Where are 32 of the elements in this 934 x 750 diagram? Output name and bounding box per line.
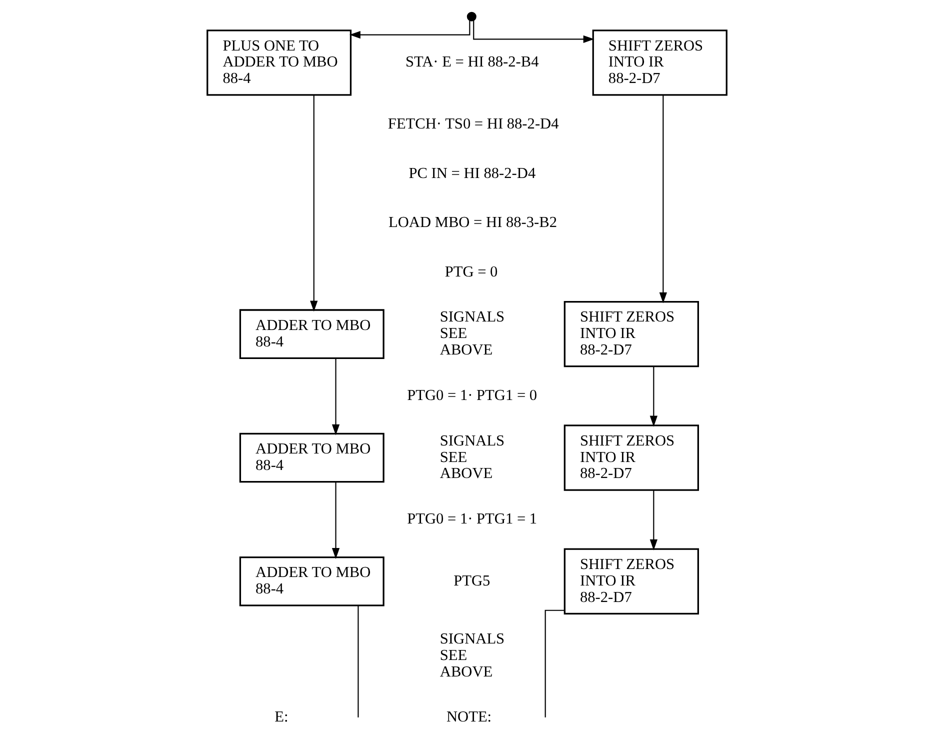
label: PTG = 0	[444, 263, 498, 280]
label: PC IN = HI 88-2-D4	[408, 164, 536, 182]
arrow	[332, 358, 340, 436]
label: FETCH· TS0 = HI 88-2-D4	[388, 116, 559, 133]
label: E:	[274, 708, 288, 726]
arrow	[659, 95, 667, 304]
node-box: SHIFT ZEROS INTO IR 88-2-D7	[592, 30, 728, 96]
arrow	[332, 482, 340, 559]
node-box: SHIFT ZEROS INTO IR 88-2-D7	[564, 548, 699, 614]
label: PTG0 = 1· PTG1 = 1	[407, 510, 538, 528]
label: STA· E = HI 88-2-B4	[405, 54, 539, 71]
node-box: SHIFT ZEROS INTO IR 88-2-D7	[564, 424, 699, 491]
label: SIGNALS SEE ABOVE	[440, 432, 505, 482]
label: PTG0 = 1· PTG1 = 0	[407, 386, 538, 404]
arrow	[473, 20, 594, 43]
arrow	[349, 20, 470, 39]
node-box: ADDER TO MBO 88-4	[239, 309, 384, 359]
connector	[358, 606, 359, 718]
node-box: ADDER TO MBO 88-4	[239, 432, 384, 483]
label: PTG5	[454, 572, 490, 590]
node-box: PLUS ONE TO ADDER TO MBO 88-4	[206, 30, 352, 96]
label: LOAD MBO = HI 88-3-B2	[388, 214, 558, 232]
arrow	[310, 95, 318, 312]
label: SIGNALS SEE ABOVE	[440, 308, 505, 359]
connector	[544, 610, 564, 718]
node-box: SHIFT ZEROS INTO IR 88-2-D7	[564, 300, 699, 368]
label: NOTE:	[446, 708, 492, 726]
node-box: ADDER TO MBO 88-4	[239, 556, 384, 606]
arrow	[650, 490, 658, 550]
arrow	[650, 366, 658, 427]
node-circle	[466, 12, 476, 22]
label: SIGNALS SEE ABOVE	[440, 630, 505, 680]
